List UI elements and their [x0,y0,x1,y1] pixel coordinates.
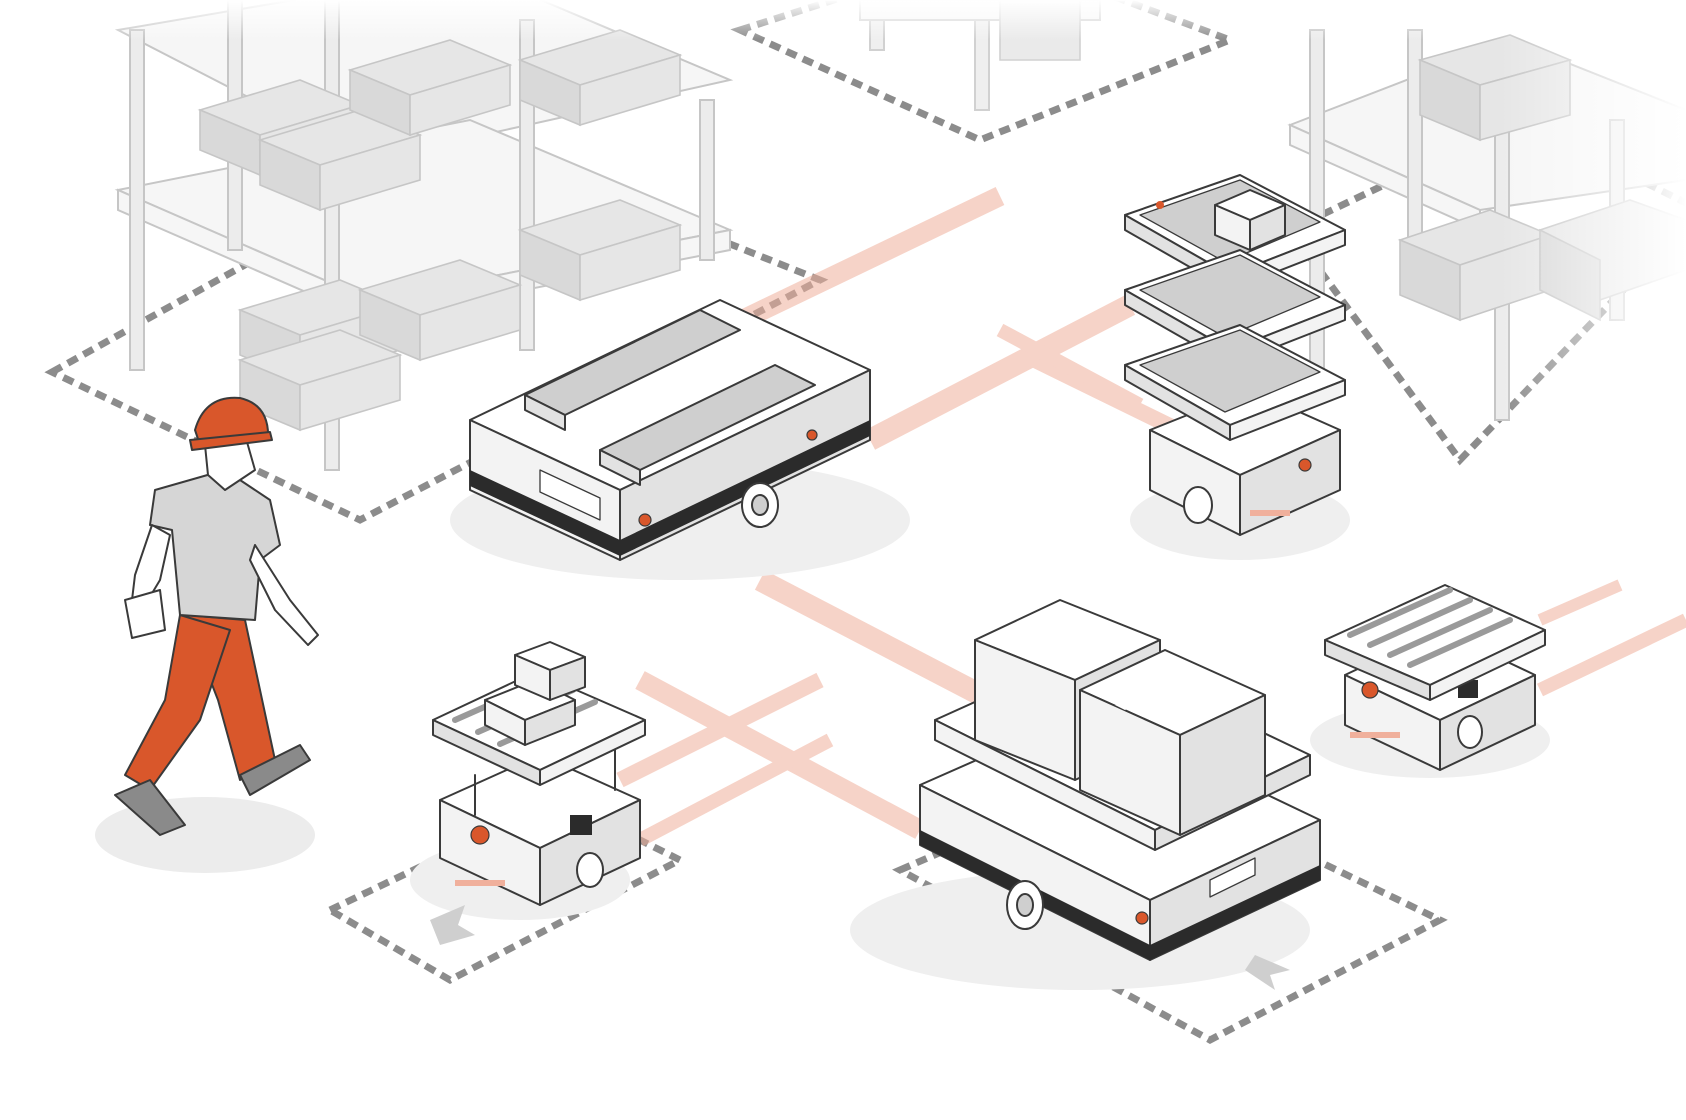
amr-conveyor-right [1310,584,1550,778]
worker-figure [95,396,319,873]
amr-pallet-carrier [850,599,1321,990]
fade-right [1500,0,1686,420]
fade-top [0,0,1686,40]
amr-conveyor-small [410,641,646,945]
amr-shelf-tower [1124,174,1350,560]
amr-large-flat [450,299,910,580]
